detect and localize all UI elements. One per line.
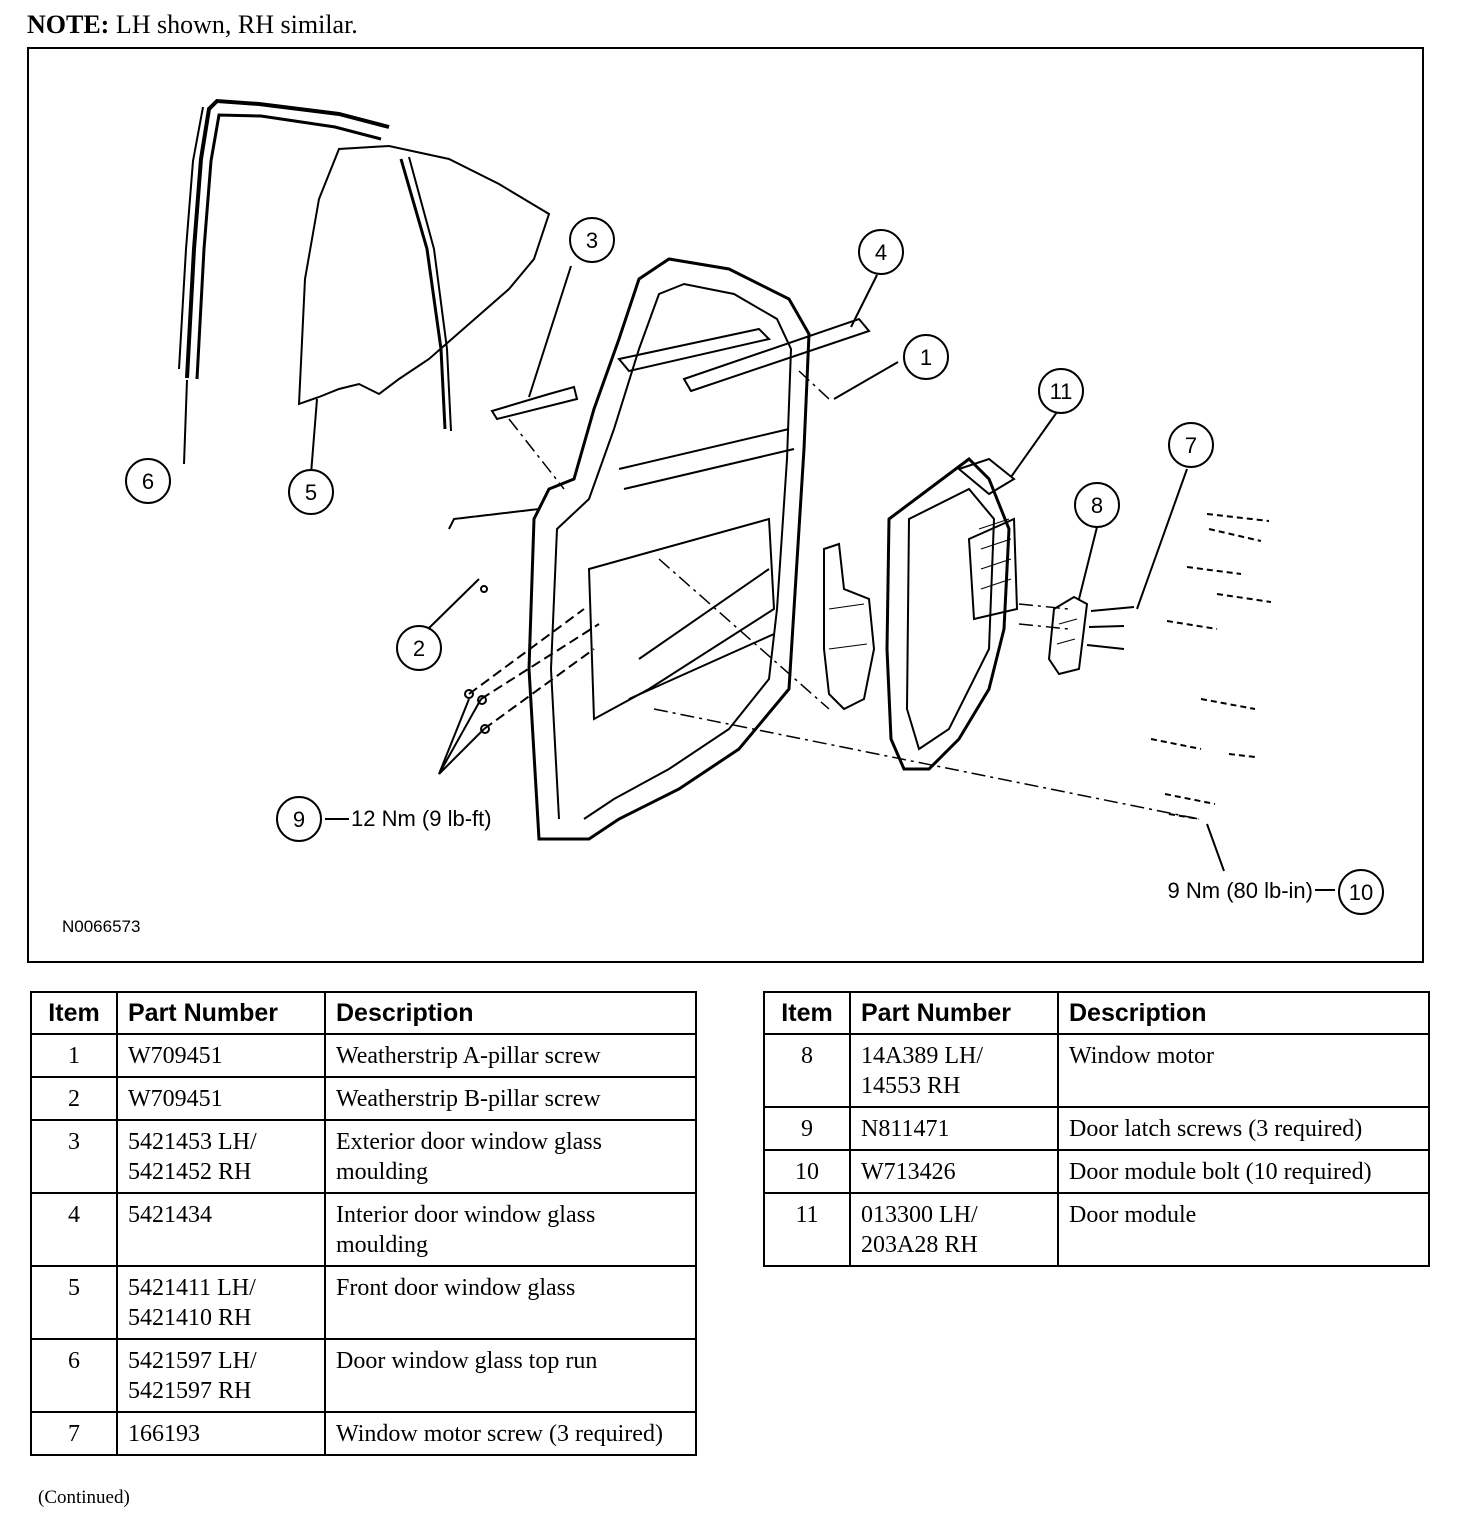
cell-item: 2 <box>30 1076 118 1121</box>
callout-11: 11 <box>1050 379 1073 404</box>
cell-description: Interior door window glass moulding <box>324 1192 697 1267</box>
cell-item: 10 <box>763 1149 851 1194</box>
cell-description: Door window glass top run <box>324 1338 697 1413</box>
callout-4: 4 <box>875 240 887 265</box>
cell-item: 5 <box>30 1265 118 1340</box>
cell-item: 3 <box>30 1119 118 1194</box>
cell-part-number: 5421597 LH/ 5421597 RH <box>116 1338 326 1413</box>
callout-6: 6 <box>142 469 154 494</box>
cell-item: 7 <box>30 1411 118 1456</box>
leader-lines <box>183 265 1335 891</box>
callout-7: 7 <box>1185 433 1197 458</box>
callout-labels: 1 2 3 4 5 6 7 8 9 10 11 12 Nm (9 lb-ft) … <box>62 228 1373 936</box>
header-item: Item <box>30 991 118 1035</box>
cell-part-number: W709451 <box>116 1076 326 1121</box>
table-header-row: Item Part Number Description <box>763 991 1430 1035</box>
window-glass-part <box>297 144 551 432</box>
cell-part-number: 14A389 LH/ 14553 RH <box>849 1033 1059 1108</box>
cell-description: Weatherstrip B-pillar screw <box>324 1076 697 1121</box>
door-module-part <box>885 457 1019 771</box>
door-exploded-diagram: 1 2 3 4 5 6 7 8 9 10 11 12 Nm (9 lb-ft) … <box>62 98 1384 936</box>
door-module-bolts <box>1150 513 1272 820</box>
cell-part-number: 5421411 LH/ 5421410 RH <box>116 1265 326 1340</box>
note: NOTE: LH shown, RH similar. <box>27 10 358 40</box>
callout-5: 5 <box>305 480 317 505</box>
cell-part-number: N811471 <box>849 1106 1059 1151</box>
cell-description: Front door window glass <box>324 1265 697 1340</box>
cell-description: Exterior door window glass moulding <box>324 1119 697 1194</box>
cell-part-number: 166193 <box>116 1411 326 1456</box>
cell-part-number: W709451 <box>116 1033 326 1078</box>
cell-description: Window motor screw (3 required) <box>324 1411 697 1456</box>
callout-10: 10 <box>1349 880 1373 905</box>
cell-item: 11 <box>763 1192 851 1267</box>
header-description: Description <box>1057 991 1430 1035</box>
callout-3: 3 <box>586 228 598 253</box>
note-text: LH shown, RH similar. <box>109 10 358 39</box>
header-part-number: Part Number <box>849 991 1059 1035</box>
window-motor-screws <box>1086 606 1135 650</box>
cell-description: Window motor <box>1057 1033 1430 1108</box>
callout-circles <box>125 217 1384 915</box>
door-latch-screws <box>464 608 600 734</box>
cell-description: Weatherstrip A-pillar screw <box>324 1033 697 1078</box>
callout-9: 9 <box>293 807 305 832</box>
cell-item: 1 <box>30 1033 118 1078</box>
exterior-moulding-part <box>490 385 579 421</box>
cell-description: Door latch screws (3 required) <box>1057 1106 1430 1151</box>
cell-description: Door module bolt (10 required) <box>1057 1149 1430 1194</box>
window-motor-part <box>1047 595 1089 676</box>
cell-part-number: W713426 <box>849 1149 1059 1194</box>
interior-moulding-part <box>617 317 871 393</box>
cell-part-number: 013300 LH/ 203A28 RH <box>849 1192 1059 1267</box>
alignment-lines <box>508 370 1200 820</box>
door-inner-panel-part <box>527 257 811 841</box>
exploded-view-figure: 1 2 3 4 5 6 7 8 9 10 11 12 Nm (9 lb-ft) … <box>27 47 1424 963</box>
weatherstrip-b-pillar-screw <box>448 508 540 593</box>
cell-part-number: 5421453 LH/ 5421452 RH <box>116 1119 326 1194</box>
header-part-number: Part Number <box>116 991 326 1035</box>
cell-item: 4 <box>30 1192 118 1267</box>
glass-top-run-part <box>178 98 390 380</box>
callout-1: 1 <box>920 345 932 370</box>
torque-spec-10: 9 Nm (80 lb-in) <box>1168 878 1313 903</box>
door-latch-part <box>823 542 876 711</box>
table-header-row: Item Part Number Description <box>30 991 697 1035</box>
callout-8: 8 <box>1091 493 1103 518</box>
figure-id: N0066573 <box>62 917 140 936</box>
note-label: NOTE: <box>27 10 110 39</box>
torque-spec-9: 12 Nm (9 lb-ft) <box>351 806 492 831</box>
cell-item: 9 <box>763 1106 851 1151</box>
callout-2: 2 <box>413 636 425 661</box>
cell-item: 6 <box>30 1338 118 1413</box>
cell-item: 8 <box>763 1033 851 1108</box>
header-description: Description <box>324 991 697 1035</box>
header-item: Item <box>763 991 851 1035</box>
cell-part-number: 5421434 <box>116 1192 326 1267</box>
cell-description: Door module <box>1057 1192 1430 1267</box>
continued-note: (Continued) <box>38 1487 130 1508</box>
